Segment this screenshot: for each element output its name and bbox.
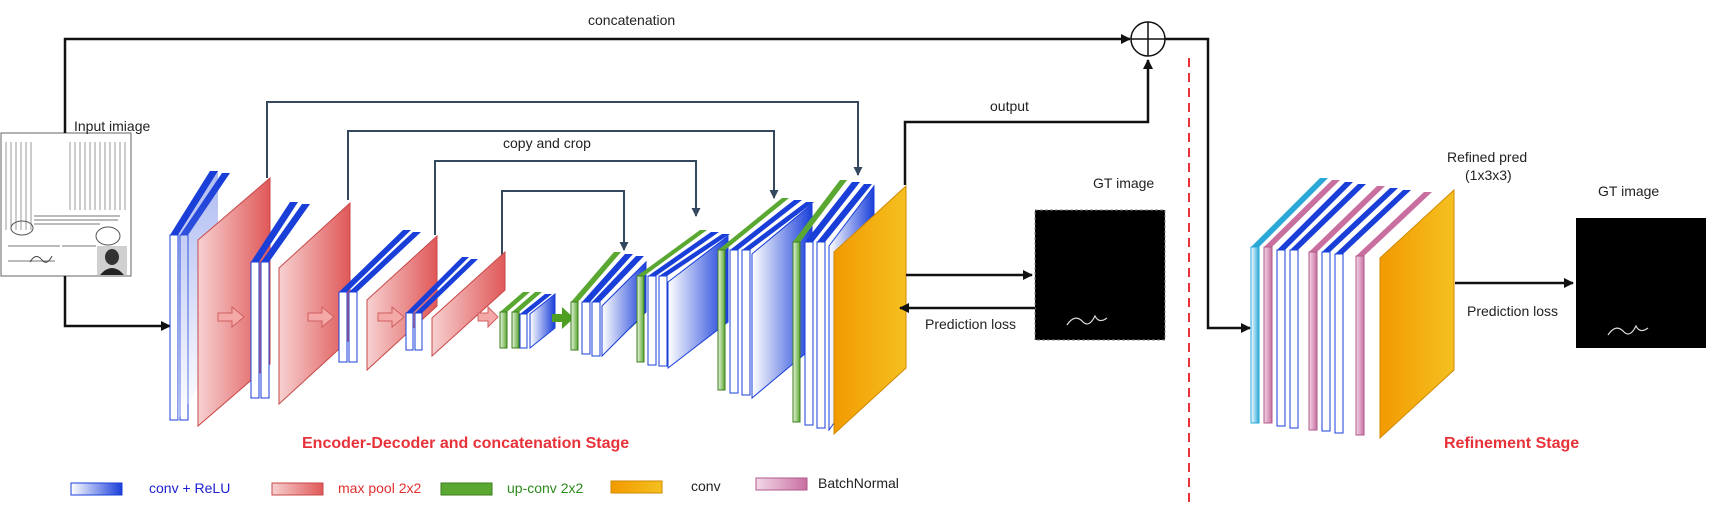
legend-swatch-up-conv — [440, 482, 493, 496]
encoder-block-3 — [338, 230, 438, 372]
legend-label-conv: conv — [691, 478, 721, 494]
input-document-image — [0, 132, 132, 277]
refined-pred-label-line1: Refined pred — [1447, 149, 1527, 165]
legend-item-batch-normal: BatchNormal — [755, 475, 899, 491]
input-image-label: Input imiage — [74, 118, 150, 134]
encoder-block-2 — [250, 201, 351, 406]
gt-image-2 — [1576, 218, 1706, 348]
decoder-block-1 — [570, 252, 647, 358]
legend: conv + ReLU max pool 2x2 up-conv 2x2 con… — [70, 475, 899, 496]
skip-connections — [266, 101, 863, 290]
prediction-loss-label-2: Prediction loss — [1467, 303, 1558, 319]
legend-item-conv-relu: conv + ReLU — [70, 480, 230, 496]
gt-image-1 — [1034, 209, 1166, 341]
concatenation-path — [63, 34, 1131, 133]
concat-to-refinement-arrow — [1165, 37, 1251, 333]
bottleneck-block — [499, 292, 556, 350]
encoder-block-4 — [405, 250, 506, 358]
legend-label-conv-relu: conv + ReLU — [149, 480, 230, 496]
decoder-block-2 — [636, 230, 730, 370]
output-label: output — [990, 98, 1029, 114]
legend-swatch-batch-normal — [755, 477, 808, 491]
legend-item-max-pool: max pool 2x2 — [271, 480, 421, 496]
concat-plus-icon — [1130, 21, 1166, 57]
legend-label-batch-normal: BatchNormal — [818, 475, 899, 491]
legend-swatch-conv-relu — [70, 482, 123, 496]
copy-and-crop-label: copy and crop — [503, 135, 591, 151]
refinement-block — [1250, 178, 1455, 440]
output-arrow — [903, 59, 1153, 185]
maxpool-arrows — [217, 305, 499, 329]
legend-label-up-conv: up-conv 2x2 — [507, 480, 583, 496]
legend-swatch-conv — [610, 480, 663, 494]
legend-label-max-pool: max pool 2x2 — [338, 480, 421, 496]
gt-image-label-1: GT image — [1093, 175, 1154, 191]
input-to-encoder-arrow — [63, 276, 171, 331]
legend-swatch-max-pool — [271, 482, 324, 496]
concatenation-label: concatenation — [588, 12, 675, 28]
legend-item-conv: conv — [610, 478, 721, 494]
refined-pred-label-line2: (1x3x3) — [1465, 167, 1512, 183]
prediction-loss-label-1: Prediction loss — [925, 316, 1016, 332]
legend-item-up-conv: up-conv 2x2 — [440, 480, 583, 496]
refinement-stage-title: Refinement Stage — [1444, 435, 1579, 452]
gt-image-label-2: GT image — [1598, 183, 1659, 199]
decoder-block-4 — [792, 180, 907, 436]
encoder-stage-title: Encoder-Decoder and concatenation Stage — [302, 435, 629, 452]
